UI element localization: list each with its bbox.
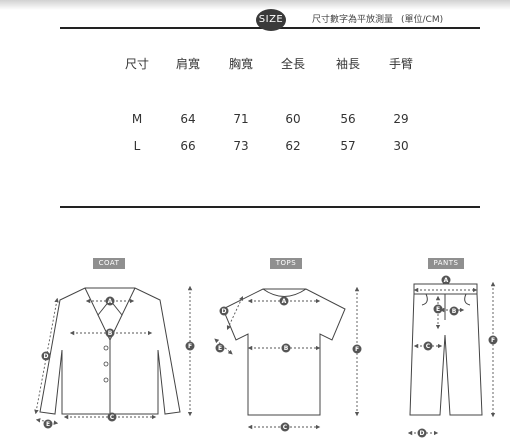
coat-button [103,345,109,351]
coat-button [103,361,109,367]
header-cell: 尺寸 [124,57,149,71]
marker-letter: C [110,414,115,421]
header-cell: 袖長 [335,57,360,71]
table-row: L 66 73 62 57 30 [118,139,428,155]
marker-letter: E [218,345,222,352]
table-cell: 73 [233,139,249,153]
pants-markers: A B C D E F [417,275,498,438]
tops-measure-lines [214,286,360,430]
marker-letter: A [108,298,113,305]
table-cell: 64 [180,112,196,126]
top-shadow [0,0,510,10]
table-cell: 30 [393,139,409,153]
coat-marker-a: A [105,296,115,306]
table-cell: 66 [180,139,196,153]
tops-label: TOPS [270,258,302,269]
marker-letter: B [108,330,113,337]
pants-marker-e: E [433,304,443,314]
size-badge: SIZE [256,9,286,31]
marker-letter: E [46,421,50,428]
pants-marker-a: A [441,275,451,285]
table-cell: 29 [393,112,409,126]
pants-label: PANTS [428,258,464,269]
table-cell: 62 [285,139,301,153]
pants-diagram [409,283,483,416]
tops-marker-b: B [281,343,291,353]
pants-measure-lines [407,281,496,436]
coat-markers: A B C D E F [41,296,195,429]
tops-sleeve-line [226,295,244,331]
marker-letter: C [426,343,431,350]
table-divider [60,206,480,208]
tops-marker-c: C [280,422,290,432]
tops-markers: A B C D E F [215,296,362,432]
pants-marker-b: B [449,306,459,316]
coat-marker-b: B [105,328,115,338]
table-cell: 56 [340,112,356,126]
coat-marker-e: E [43,419,53,429]
coat-diagram [39,287,181,415]
pants-outline [409,283,483,416]
header-cell: 肩寬 [175,57,200,71]
table-header-row: 尺寸 肩寬 胸寬 全長 袖長 手臂 [118,55,428,71]
table-cell: M [131,112,143,126]
header-cell: 手臂 [388,57,413,71]
table-row: M 64 71 60 56 29 [118,112,428,128]
table-cell: L [133,139,141,153]
pants-marker-f: F [488,335,498,345]
marker-letter: A [444,277,449,284]
marker-letter: F [491,337,495,344]
coat-measure-lines [34,285,193,425]
tops-marker-f: F [352,344,362,354]
measurement-note-text: 尺寸數字為平放測量 [312,15,394,25]
tops-neckline [262,288,307,297]
coat-marker-d: D [41,351,51,361]
marker-letter: D [222,308,227,315]
tops-marker-d: D [219,306,229,316]
marker-letter: B [284,345,289,352]
pants-pocket-left [421,293,428,306]
coat-marker-c: C [107,412,117,422]
marker-letter: F [188,343,192,350]
unit-note: (單位/CM) [401,15,444,25]
marker-letter: D [420,430,425,437]
header-cell: 全長 [280,57,305,71]
marker-letter: F [355,346,359,353]
marker-letter: C [283,424,288,431]
coat-marker-f: F [185,341,195,351]
pants-marker-d: D [417,428,427,438]
measurement-note: 尺寸數字為平放測量 (單位/CM) [312,12,443,25]
coat-button [103,377,109,383]
marker-letter: B [452,308,457,315]
table-cell: 71 [233,112,249,126]
tops-marker-e: E [215,343,225,353]
table-cell: 60 [285,112,301,126]
pants-pocket-right [464,293,471,306]
header-cell: 胸寬 [228,57,253,71]
marker-letter: A [282,298,287,305]
coat-label: COAT [93,258,125,269]
coat-buttons [103,345,109,383]
pants-marker-c: C [423,341,433,351]
marker-letter: E [436,306,440,313]
table-cell: 57 [340,139,356,153]
marker-letter: D [44,353,49,360]
tops-marker-a: A [279,296,289,306]
